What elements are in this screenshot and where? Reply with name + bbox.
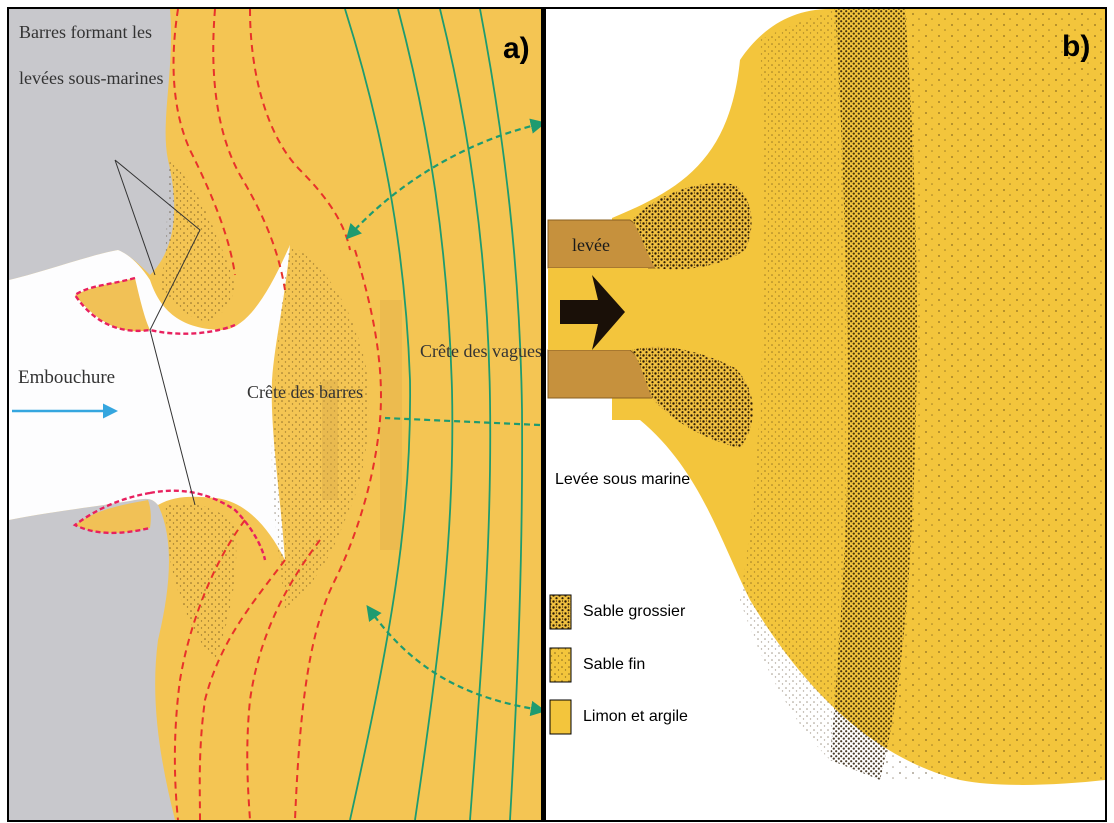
label-bars-levees-line2: levées sous-marines [19, 68, 163, 88]
legend-label-plain: Limon et argile [583, 708, 688, 725]
land-lower [9, 499, 175, 820]
legend-swatch-plain [550, 700, 571, 734]
legend-label-fine: Sable fin [583, 656, 645, 673]
label-bars-levees-line1: Barres formant les [19, 22, 152, 42]
shadow-band [380, 300, 402, 550]
panel-b-tag: b) [1062, 30, 1090, 63]
label-mouth: Embouchure [18, 367, 115, 388]
legend-label-coarse: Sable grossier [583, 603, 686, 620]
legend-swatch-fine-dots [550, 648, 571, 682]
panel-a [9, 9, 541, 820]
label-wave-crest: Crête des vagues [420, 341, 542, 361]
land-upper [9, 9, 174, 280]
label-levee: levée [572, 235, 610, 255]
legend-swatch-coarse-dots [550, 595, 571, 629]
label-submarine-levee: Levée sous marine [555, 471, 690, 488]
panel-a-tag: a) [503, 32, 530, 65]
panel-b [546, 9, 1105, 820]
label-bar-crest: Crête des barres [247, 382, 363, 402]
panel-divider [541, 9, 546, 820]
